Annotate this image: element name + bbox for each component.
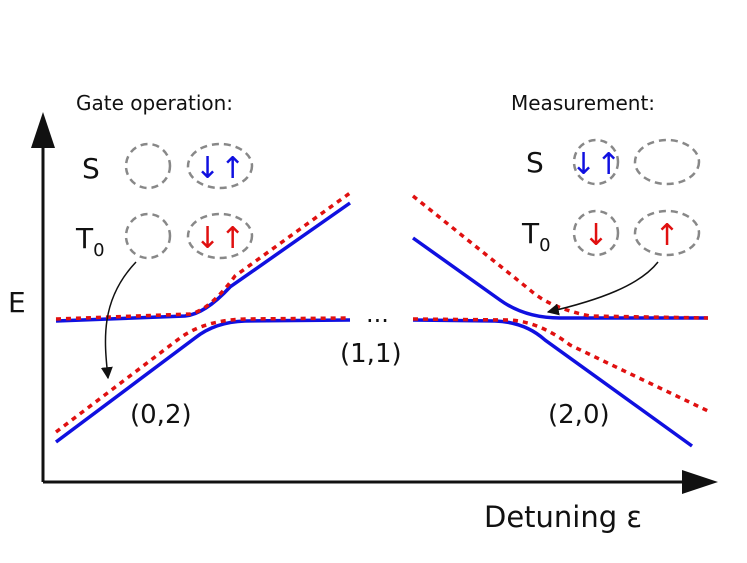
right-triplet-spin-right: ↑ bbox=[654, 218, 679, 253]
right-singlet-dot-right bbox=[633, 138, 701, 186]
left-singlet-lower-branch bbox=[54, 318, 351, 444]
right-pointer-arrow bbox=[546, 261, 659, 316]
left-pointer-arrow bbox=[100, 261, 137, 380]
left-singlet-dot-right bbox=[186, 142, 254, 190]
left-singlet-spin-pair: ↓↑ bbox=[195, 151, 245, 186]
right-triplet-label: T0 bbox=[521, 217, 551, 256]
left-singlet-label: S bbox=[82, 152, 100, 185]
right-triplet-spin-left: ↓ bbox=[583, 218, 608, 253]
left-triplet-spin-pair: ↓↑ bbox=[195, 221, 245, 256]
right-triplet-lower-branch bbox=[412, 317, 709, 413]
charge-state-middle: (1,1) bbox=[340, 339, 402, 369]
left-singlet-dot-left bbox=[124, 142, 172, 190]
left-triplet-label: T0 bbox=[75, 222, 105, 261]
left-triplet-lower-branch bbox=[54, 316, 351, 434]
left-triplet-dot-right bbox=[186, 212, 254, 260]
y-axis-arrowhead bbox=[31, 112, 55, 148]
right-triplet-dot-left bbox=[572, 209, 620, 257]
right-singlet-dot-left bbox=[572, 138, 620, 186]
right-singlet-spin-pair: ↓↑ bbox=[571, 147, 621, 182]
right-triplet-upper-branch bbox=[411, 194, 709, 320]
x-axis-arrowhead bbox=[682, 470, 718, 494]
right-triplet-dot-right bbox=[633, 209, 701, 257]
right-singlet-label: S bbox=[526, 146, 544, 179]
x-axis-label: Detuning ε bbox=[484, 500, 642, 534]
right-singlet-upper-branch bbox=[411, 236, 708, 320]
y-axis-label: E bbox=[8, 286, 26, 319]
gate-operation-title: Gate operation: bbox=[76, 91, 233, 115]
charge-state-right: (2,0) bbox=[548, 400, 610, 430]
left-triplet-upper-branch bbox=[55, 191, 352, 321]
left-triplet-dot-left bbox=[124, 212, 172, 260]
measurement-title: Measurement: bbox=[511, 91, 655, 115]
ellipsis: ... bbox=[366, 300, 389, 328]
charge-state-left: (0,2) bbox=[130, 400, 192, 430]
